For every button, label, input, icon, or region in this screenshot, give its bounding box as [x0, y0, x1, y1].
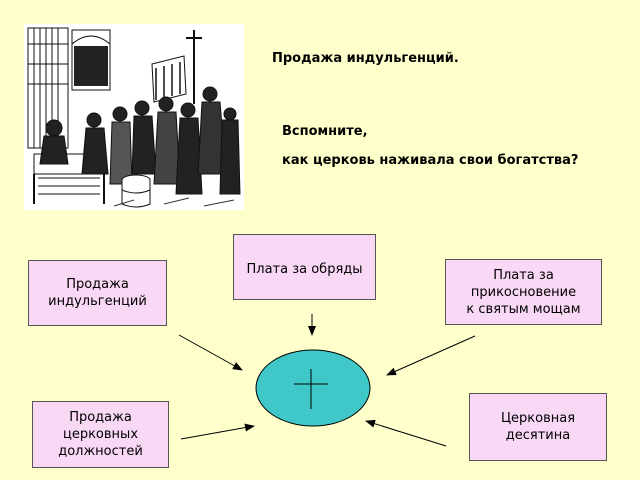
node-tithe-label: Церковная десятина — [500, 411, 576, 443]
arrow-from-relics — [386, 335, 476, 376]
node-church-offices-sale: Продажа церковных должностей — [32, 401, 169, 468]
node-church-tithe: Церковная десятина — [469, 393, 607, 461]
node-relics-label: Плата за прикосновение к святым мощам — [466, 267, 581, 317]
cross-icon — [294, 369, 328, 409]
center-ellipse — [255, 349, 371, 427]
question-line-1: Вспомните, — [282, 124, 368, 139]
arrow-from-indulgences — [178, 334, 243, 371]
node-indulgences-label: Продажа индульгенций — [48, 277, 147, 309]
page-title: Продажа индульгенций. — [272, 51, 459, 66]
engraving-illustration — [24, 24, 244, 210]
node-rites-payment: Плата за обряды — [233, 234, 376, 300]
arrow-from-tithe — [365, 419, 447, 447]
question-text: Вспомните, как церковь наживала свои бог… — [282, 122, 582, 170]
node-rites-label: Плата за обряды — [246, 262, 363, 277]
question-line-2: как церковь наживала свои богатства? — [282, 153, 579, 168]
arrow-from-offices — [180, 423, 255, 440]
node-relics-payment: Плата за прикосновение к святым мощам — [445, 259, 602, 325]
node-indulgences-sale: Продажа индульгенций — [28, 260, 167, 326]
node-offices-label: Продажа церковных должностей — [58, 410, 143, 459]
